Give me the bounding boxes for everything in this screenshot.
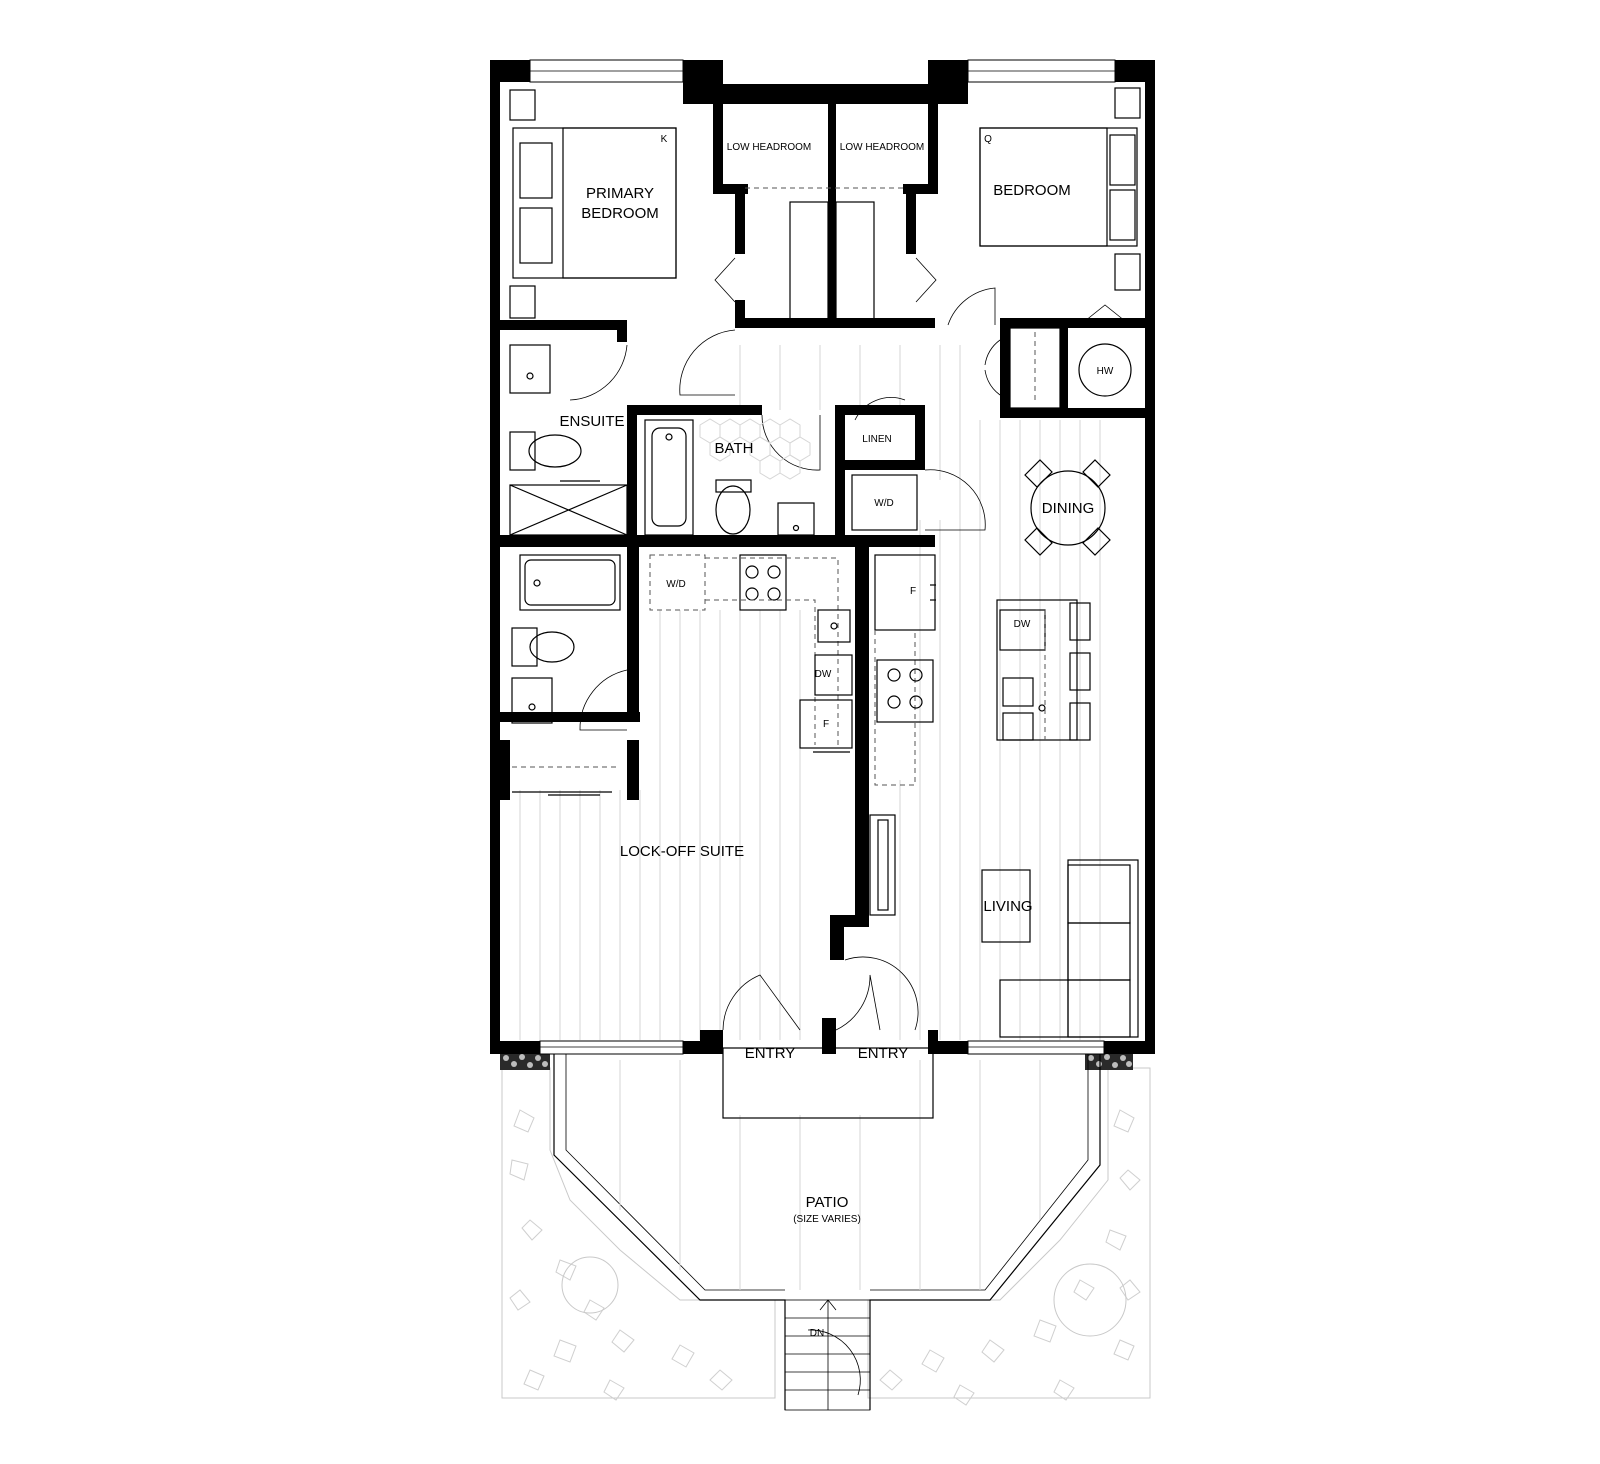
dw-suite-label: DW xyxy=(815,669,832,680)
bedroom-label: BEDROOM xyxy=(993,182,1071,199)
dw-main-label: DW xyxy=(1014,619,1031,630)
entry-left-label: ENTRY xyxy=(745,1045,796,1062)
lockoff-bath xyxy=(511,554,621,796)
lock-off-suite-label: LOCK-OFF SUITE xyxy=(620,843,744,860)
bedroom-bed xyxy=(979,87,1141,291)
bath-fixtures xyxy=(644,419,815,536)
wd-main-label: W/D xyxy=(874,498,893,509)
fridge-suite-label: F xyxy=(823,719,829,730)
entry-right-label: ENTRY xyxy=(858,1045,909,1062)
ensuite-fixtures xyxy=(509,344,628,536)
walls xyxy=(490,60,1155,1054)
dining-label: DINING xyxy=(1042,500,1095,517)
wd-suite-label: W/D xyxy=(666,579,685,590)
low-headroom-right: LOW HEADROOM xyxy=(840,142,924,153)
windows xyxy=(529,59,1116,1055)
ensuite-label: ENSUITE xyxy=(559,413,624,430)
dining-table xyxy=(1024,459,1111,556)
stair-down-label: DN xyxy=(810,1328,824,1339)
bedroom-bed-size: Q xyxy=(984,134,992,145)
living-label: LIVING xyxy=(983,898,1032,915)
linen-label: LINEN xyxy=(862,434,891,445)
primary-bedroom-label: PRIMARY xyxy=(586,185,654,202)
gravel-strip xyxy=(500,1053,1133,1070)
primary-bedroom-label-2: BEDROOM xyxy=(581,205,659,222)
floor-boards xyxy=(519,345,1101,1040)
patio-label: PATIO xyxy=(806,1194,849,1211)
patio-note: (SIZE VARIES) xyxy=(793,1214,861,1225)
hw-label: HW xyxy=(1097,366,1114,377)
primary-bed xyxy=(509,89,677,319)
primary-bed-size: K xyxy=(661,134,668,145)
door-swings xyxy=(569,257,1131,1031)
fridge-main-label: F xyxy=(910,586,916,597)
landscape-planting xyxy=(501,1067,1151,1406)
closet-shelving xyxy=(745,187,906,321)
lockoff-kitchen xyxy=(705,554,853,753)
bath-floor-tile xyxy=(699,418,811,480)
low-headroom-left: LOW HEADROOM xyxy=(727,142,811,153)
patio xyxy=(553,1047,1101,1411)
main-kitchen xyxy=(874,554,1091,786)
living-furniture xyxy=(869,814,1139,1038)
bath-label: BATH xyxy=(715,440,754,457)
utility-fixtures xyxy=(649,327,1132,611)
room-labels: PRIMARY BEDROOM K BEDROOM Q LOW HEADROOM… xyxy=(559,134,1113,1339)
